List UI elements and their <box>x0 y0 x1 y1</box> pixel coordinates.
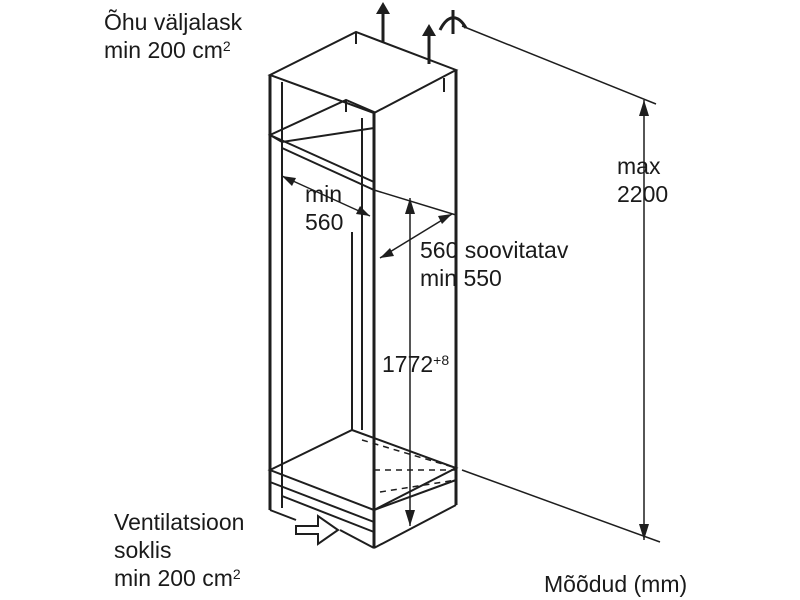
ventilation-label: Ventilatsioon soklis min 200 cm2 <box>114 508 244 592</box>
height-tolerance: +8 <box>433 352 450 368</box>
air-outlet-label: Õhu väljalask min 200 cm2 <box>104 8 242 64</box>
depth-arrow-right <box>438 214 452 224</box>
air-outlet-line2: min 200 cm2 <box>104 36 242 64</box>
depth-dimension-line <box>379 213 453 259</box>
width-arrow-left <box>282 176 296 186</box>
upper-shelf-front <box>269 134 375 183</box>
ventilation-line2: soklis <box>114 537 172 563</box>
plinth-top <box>281 495 375 533</box>
height-value: 1772 <box>382 351 434 377</box>
max-ext-top <box>461 25 657 105</box>
height-arrow-top <box>405 198 415 214</box>
air-outlet-area: min 200 cm <box>104 37 223 63</box>
depth-line2: min 550 <box>420 265 502 291</box>
plinth-vent-arrow <box>295 514 340 546</box>
max-height-line2: 2200 <box>617 181 669 207</box>
air-outlet-line1: Õhu väljalask <box>104 9 243 35</box>
width-min-line2: 560 <box>305 209 344 235</box>
height-label: 1772+8 <box>382 350 449 378</box>
max-ext-bottom <box>461 469 661 543</box>
width-arrow-right <box>356 206 370 216</box>
ventilation-unit-exponent: 2 <box>232 566 241 582</box>
ceiling-symbol <box>438 10 468 34</box>
height-arrow-bottom <box>405 510 415 526</box>
plinth-right-bottom <box>373 504 457 549</box>
bottom-shelf <box>267 428 459 512</box>
top-vent-arrow-1-head <box>376 2 390 14</box>
bottom-shelf-side <box>373 479 457 511</box>
max-arrow-top <box>639 100 649 116</box>
hidden-edge-3 <box>379 479 457 493</box>
bottom-shelf-lower <box>269 481 375 523</box>
upper-shelf-front-lower <box>281 147 375 191</box>
hidden-edge-1 <box>361 439 457 469</box>
depth-ext-top <box>373 189 457 216</box>
plinth-bottom <box>339 529 375 549</box>
units-label: Mõõdud (mm) <box>544 571 688 597</box>
ventilation-line1: Ventilatsioon <box>114 509 245 535</box>
width-dimension-line <box>281 175 371 217</box>
depth-line1: 560 soovitatav <box>420 237 569 263</box>
ventilation-area: min 200 cm <box>114 565 233 591</box>
max-height-label: max 2200 <box>617 152 668 208</box>
air-outlet-unit-exponent: 2 <box>222 38 231 54</box>
depth-label: 560 soovitatav min 550 <box>420 236 568 292</box>
width-min-line1: min <box>305 181 343 207</box>
upper-shelf <box>267 98 375 144</box>
max-height-line1: max <box>617 153 661 179</box>
ventilation-line3: min 200 cm2 <box>114 564 244 592</box>
width-min-label: min 560 <box>305 180 343 236</box>
depth-arrow-left <box>380 248 394 258</box>
plinth-bottom-left <box>269 509 297 521</box>
top-vent-arrow-2-head <box>422 24 436 36</box>
max-arrow-bottom <box>639 524 649 540</box>
